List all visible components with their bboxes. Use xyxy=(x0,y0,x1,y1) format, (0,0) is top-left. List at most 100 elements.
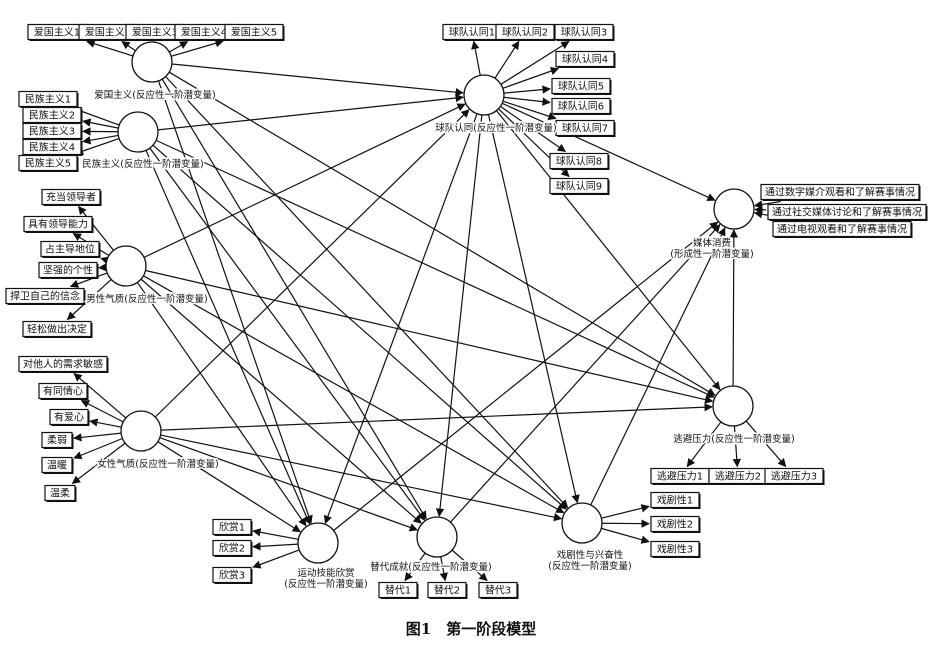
indicator-arrow-patriotism-4 xyxy=(169,40,189,53)
indicator-box-drama-2: 戏剧性2 xyxy=(650,515,701,533)
indicator-arrow-team_identity-1 xyxy=(471,40,481,76)
construct-label: 运动技能欣赏 xyxy=(297,567,354,579)
path-nationalism-to-drama xyxy=(152,144,567,510)
indicator-arrow-femininity-2 xyxy=(80,399,124,423)
indicator-label: 球队认同6 xyxy=(558,100,604,113)
construct-label: 民族主义(反应性一阶潜变量) xyxy=(82,158,203,170)
indicator-arrow-patriotism-5 xyxy=(171,39,224,57)
construct-circle xyxy=(712,385,754,427)
indicator-label: 通过数字媒介观看和了解赛事情况 xyxy=(765,186,915,199)
path-drama-to-media_consumption xyxy=(590,227,726,506)
indicator-label: 对他人的需求敏感 xyxy=(23,358,103,371)
construct-media_consumption: 媒体消费(形成性一阶潜变量) xyxy=(669,188,755,262)
indicator-label: 球队认同8 xyxy=(556,155,602,168)
edges-layer xyxy=(66,39,791,582)
indicator-arrow-sport_skill-3 xyxy=(252,549,300,569)
indicator-arrow-masculinity-5 xyxy=(69,272,108,288)
indicator-label: 球队认同5 xyxy=(558,80,604,93)
indicator-box-femininity-3: 有爱心 xyxy=(49,408,90,426)
construct-drama: 戏剧性与兴奋性(反应性一阶潜变量) xyxy=(547,502,633,574)
path-nationalism-to-sport_skill xyxy=(145,150,311,525)
indicator-label: 温暖 xyxy=(47,459,67,472)
indicator-arrow-patriotism-2 xyxy=(121,41,136,52)
construct-label: 替代成就(反应性一阶潜变量) xyxy=(370,561,491,573)
path-femininity-to-escape_stress xyxy=(160,403,713,431)
indicator-arrow-sport_skill-1 xyxy=(252,528,299,540)
indicator-label: 爱国主义3 xyxy=(132,26,178,39)
indicator-label: 轻松做出决定 xyxy=(27,323,87,336)
construct-sublabel: (反应性一阶潜变量) xyxy=(284,578,367,590)
path-patriotism-to-vicarious xyxy=(161,78,427,520)
indicator-label: 民族主义3 xyxy=(29,125,75,138)
indicator-box-media_consumption-3: 通过电视观看和了解赛事情况 xyxy=(772,220,913,238)
indicator-arrow-team_identity-2 xyxy=(494,40,520,79)
indicator-box-sport_skill-3: 欣赏3 xyxy=(212,566,253,584)
path-nationalism-to-vicarious xyxy=(149,147,426,521)
indicator-arrow-team_identity-8 xyxy=(500,105,567,152)
indicator-box-nationalism-2: 民族主义2 xyxy=(22,106,83,124)
indicator-box-vicarious-3: 替代3 xyxy=(478,581,519,599)
path-team_identity-to-vicarious xyxy=(435,114,483,517)
indicator-label: 具有领导能力 xyxy=(28,218,88,231)
indicator-arrow-femininity-5 xyxy=(73,437,123,460)
indicator-box-team_identity-2: 球队认同2 xyxy=(495,23,556,41)
indicator-arrow-nationalism-2 xyxy=(82,118,119,129)
indicator-box-team_identity-9: 球队认同9 xyxy=(549,177,610,195)
indicator-box-nationalism-5: 民族主义5 xyxy=(18,154,79,172)
indicator-arrow-team_identity-5 xyxy=(503,85,551,94)
path-team_identity-to-drama xyxy=(487,114,580,504)
indicator-arrow-masculinity-6 xyxy=(66,279,112,321)
indicator-box-media_consumption-1: 通过数字媒介观看和了解赛事情况 xyxy=(760,183,921,201)
indicator-label: 替代1 xyxy=(385,584,411,597)
indicator-label: 球队认同7 xyxy=(562,122,608,135)
indicator-label: 爱国主义5 xyxy=(231,26,277,39)
construct-label: 戏剧性与兴奋性 xyxy=(557,549,624,561)
indicator-arrow-nationalism-4 xyxy=(82,134,119,145)
indicator-arrow-drama-3 xyxy=(601,527,650,544)
indicator-label: 有同情心 xyxy=(43,385,83,398)
indicator-box-femininity-2: 有同情心 xyxy=(38,382,89,400)
path-patriotism-to-escape_stress xyxy=(168,71,716,396)
indicator-arrow-media_consumption-1 xyxy=(753,200,781,209)
indicator-arrow-drama-2 xyxy=(601,519,650,528)
indicator-arrow-escape_stress-3 xyxy=(745,420,787,468)
indicator-arrow-vicarious-3 xyxy=(451,549,488,582)
construct-sport_skill: 运动技能欣赏(反应性一阶潜变量) xyxy=(283,522,369,592)
indicator-box-masculinity-6: 轻松做出决定 xyxy=(22,320,93,338)
construct-label: 男性气质(反应性一阶潜变量) xyxy=(86,293,207,305)
path-femininity-to-vicarious xyxy=(159,437,419,532)
indicator-box-team_identity-1: 球队认同1 xyxy=(442,23,503,41)
construct-femininity: 女性气质(反应性一阶潜变量) xyxy=(96,410,220,472)
path-femininity-to-drama xyxy=(160,434,563,522)
path-femininity-to-team_identity xyxy=(154,109,470,418)
indicator-box-nationalism-3: 民族主义3 xyxy=(22,122,83,140)
indicator-label: 民族主义1 xyxy=(25,93,71,106)
construct-circle xyxy=(131,41,173,83)
indicator-box-team_identity-8: 球队认同8 xyxy=(549,152,610,170)
path-sport_skill-to-media_consumption xyxy=(333,221,719,531)
path-patriotism-to-sport_skill xyxy=(157,80,313,524)
indicator-arrow-femininity-6 xyxy=(71,442,126,485)
construct-label: 爱国主义(反应性一阶潜变量) xyxy=(94,89,215,101)
indicator-box-femininity-1: 对他人的需求敏感 xyxy=(18,355,109,373)
indicator-label: 捍卫自己的信念 xyxy=(10,290,80,303)
indicator-box-escape_stress-3: 逃避压力3 xyxy=(764,467,825,485)
indicator-label: 逃避压力3 xyxy=(771,470,817,483)
indicator-box-patriotism-5: 爱国主义5 xyxy=(224,23,285,41)
indicator-box-escape_stress-2: 逃避压力2 xyxy=(708,467,769,485)
indicator-label: 欣赏3 xyxy=(219,569,245,582)
indicator-label: 球队认同4 xyxy=(562,53,608,66)
indicator-label: 球队认同2 xyxy=(502,26,548,39)
construct-label: 球队认同(反应性一阶潜变量) xyxy=(435,122,556,134)
indicator-box-masculinity-4: 坚强的个性 xyxy=(38,261,99,279)
indicator-arrow-femininity-4 xyxy=(73,432,122,442)
indicator-box-patriotism-1: 爱国主义1 xyxy=(27,23,88,41)
indicator-label: 温柔 xyxy=(50,488,70,500)
indicator-label: 逃避压力2 xyxy=(715,470,761,483)
indicator-box-media_consumption-2: 通过社交媒体讨论和了解赛事情况 xyxy=(767,203,928,221)
path-masculinity-to-escape_stress xyxy=(145,269,714,404)
indicator-box-femininity-4: 柔弱 xyxy=(41,431,74,449)
construct-label: 逃避压力(反应性一阶潜变量) xyxy=(673,433,794,445)
indicator-label: 逃避压力1 xyxy=(657,470,703,483)
